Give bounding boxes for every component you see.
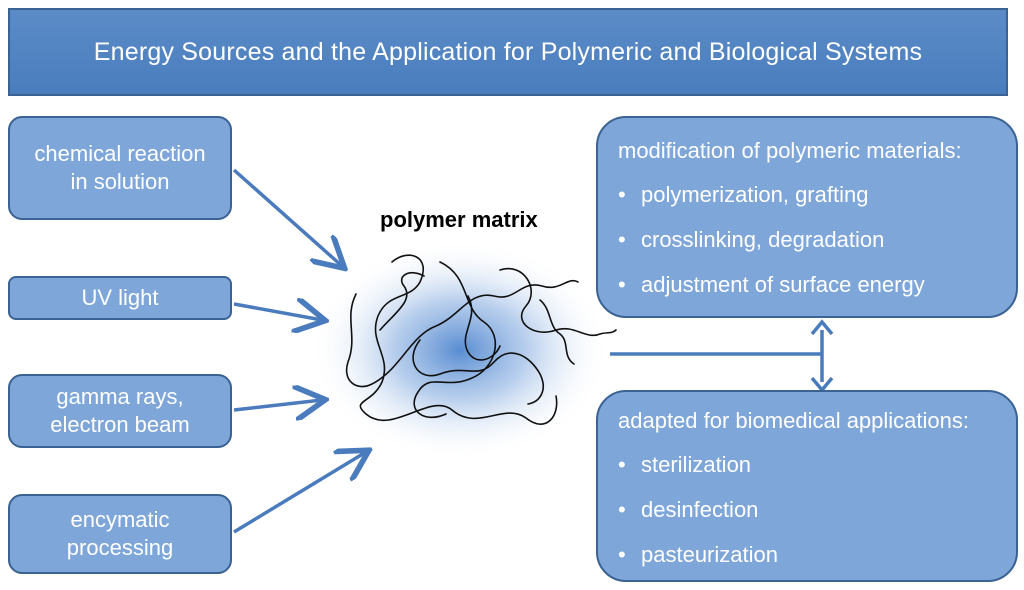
result-biomedical-applications: adapted for biomedical applications: ste… [596,390,1018,582]
polymer-matrix-label: polymer matrix [380,207,538,232]
list-item: pasteurization [618,542,1016,568]
source-label-line1: encymatic [70,507,170,532]
result-heading: adapted for biomedical applications: [618,408,970,433]
result-list: polymerization, grafting crosslinking, d… [618,182,1016,298]
arrow-enzymatic [233,452,366,534]
source-label-line1: UV light [81,285,159,310]
source-label-line2: processing [66,535,174,560]
list-item: adjustment of surface energy [618,272,1016,298]
list-item: polymerization, grafting [618,182,1016,208]
source-label-line1: gamma rays, [56,384,184,409]
source-label-line2: electron beam [50,412,190,437]
list-item: desinfection [618,497,1016,523]
arrow-chemical [232,168,342,266]
result-list: sterilization desinfection pasteurizatio… [618,452,1016,568]
arrowhead-icon [810,319,834,336]
source-uv-light: UV light [8,276,232,320]
polymer-chain-icon [345,254,617,425]
result-polymer-modification: modification of polymeric materials: pol… [596,116,1018,318]
matrix-glow [310,240,610,460]
result-heading: modification of polymeric materials: [618,138,962,163]
source-chemical-reaction: chemical reaction in solution [8,116,232,220]
source-label-line1: chemical reaction [34,141,206,166]
list-item: crosslinking, degradation [618,227,1016,253]
source-enzymatic-processing: encymatic processing [8,494,232,574]
list-item: sterilization [618,452,1016,478]
arrow-uv [233,304,322,320]
source-gamma-rays: gamma rays, electron beam [8,374,232,448]
page-title: Energy Sources and the Application for P… [8,8,1008,96]
arrow-gamma [233,400,322,410]
source-label-line2: in solution [70,169,170,194]
